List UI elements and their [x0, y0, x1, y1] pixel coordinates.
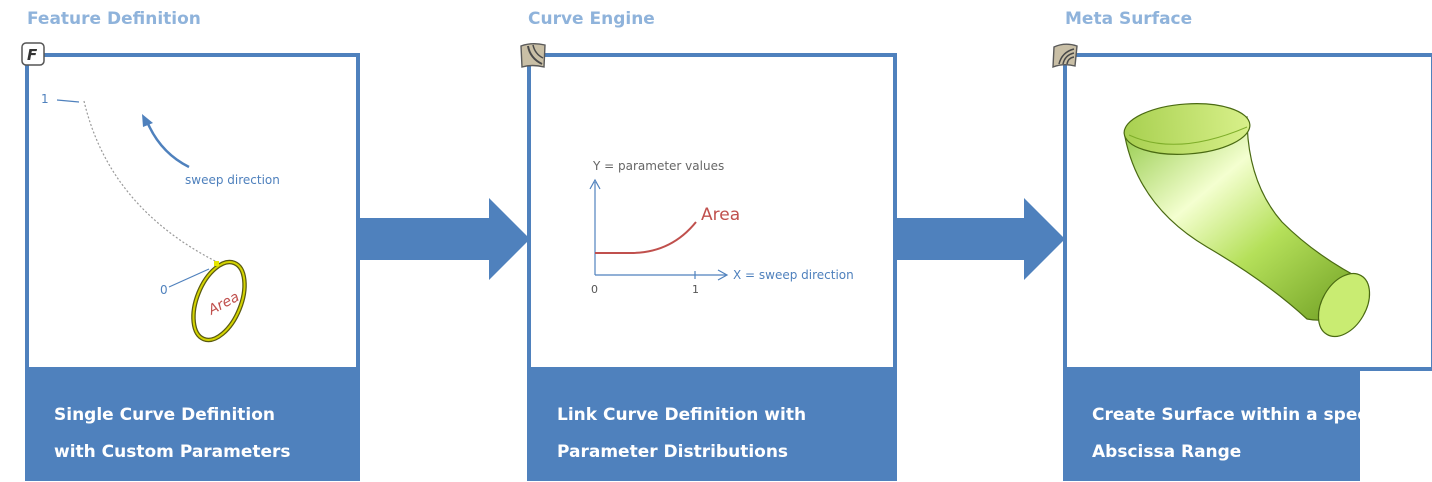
- x-axis-arrow-icon: [717, 269, 729, 281]
- guide-curve: [83, 100, 218, 263]
- start-parameter-label: 1: [41, 92, 49, 106]
- x-tick-1: 1: [692, 283, 699, 296]
- tube-top-opening: [1123, 103, 1251, 155]
- tube-inner-rim: [1128, 126, 1248, 145]
- curve-engine-icon: [518, 40, 548, 70]
- end-parameter-label: 0: [160, 283, 168, 297]
- feature-definition-caption: Single Curve Definition with Custom Para…: [25, 369, 360, 481]
- meta-surface-render: [1123, 103, 1371, 338]
- end-leader-line: [168, 268, 210, 288]
- caption-line-1: Link Curve Definition with: [557, 405, 807, 425]
- caption-line-2: with Custom Parameters: [54, 442, 291, 462]
- area-distribution-curve: [595, 221, 697, 254]
- caption-line-2: Abscissa Range: [1092, 442, 1242, 462]
- parameter-graph: Y = parameter values X = sweep direction…: [589, 159, 854, 296]
- step-title-meta-surface: Meta Surface: [1065, 9, 1193, 29]
- curve-engine-caption: Link Curve Definition with Parameter Dis…: [527, 369, 897, 481]
- feature-definition-illustration: 1 sweep direction 0 Area: [41, 92, 280, 343]
- caption-line-1: Single Curve Definition: [54, 405, 276, 425]
- meta-surface-panel: [1063, 53, 1432, 371]
- meta-surface-caption: Create Surface within a specified Abscis…: [1063, 369, 1410, 481]
- caption-line-2: Parameter Distributions: [557, 442, 789, 462]
- right-arrow-icon: [360, 198, 530, 284]
- y-axis-arrow-icon: [589, 178, 601, 190]
- step-title-curve-engine: Curve Engine: [528, 9, 655, 29]
- caption-line-1: Create Surface within a specified: [1092, 405, 1410, 425]
- curve-engine-panel: Y = parameter values X = sweep direction…: [527, 53, 897, 371]
- curve-area-label: Area: [701, 205, 740, 225]
- start-leader-line: [56, 99, 80, 103]
- x-tick-0: 0: [591, 283, 598, 296]
- ring-start-marker: [214, 261, 219, 266]
- x-axis-label: X = sweep direction: [733, 268, 854, 282]
- feature-definition-panel: 1 sweep direction 0 Area: [25, 53, 360, 371]
- sweep-direction-label: sweep direction: [185, 173, 280, 187]
- sweep-direction-arrow: [144, 118, 190, 169]
- badge-letter: F: [27, 46, 38, 64]
- sweep-arrowhead-icon: [142, 114, 153, 127]
- right-arrow-icon: [897, 198, 1065, 284]
- area-ring: [192, 261, 246, 341]
- tube-end-cap: [1317, 272, 1371, 338]
- meta-surface-icon: [1050, 40, 1080, 70]
- y-axis-label: Y = parameter values: [592, 159, 724, 173]
- feature-f-icon: F: [21, 42, 45, 66]
- step-title-feature-definition: Feature Definition: [27, 9, 201, 29]
